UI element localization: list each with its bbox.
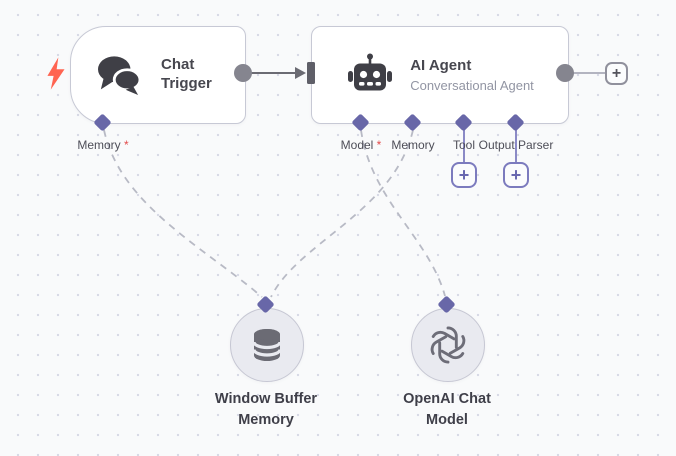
window-buffer-memory-label: Window Buffer Memory — [214, 391, 318, 429]
lightning-bolt-icon — [47, 57, 65, 90]
ai-agent-model-port-label: Model * — [341, 138, 382, 152]
port-label-text: Output Parser — [478, 138, 554, 152]
ai-agent-output-parser-port-label: Output Parser — [479, 138, 554, 152]
required-marker: * — [376, 138, 382, 152]
ai-agent-memory-port-label: Memory — [391, 138, 434, 152]
database-icon — [252, 329, 282, 361]
connection-wbm-to-ai-agent-memory[interactable] — [270, 129, 414, 298]
robot-icon — [348, 53, 393, 91]
ai-agent-subtitle: Conversational Agent — [410, 77, 534, 93]
chat-trigger-title: Chat Trigger — [161, 56, 212, 92]
openai-chat-model-label: OpenAI Chat Model — [403, 391, 491, 429]
port-label-text: Memory — [391, 138, 435, 152]
chat-bubbles-icon — [98, 56, 142, 96]
ai-agent-output-endpoint[interactable] — [556, 64, 574, 82]
add-next-node-button[interactable]: + — [605, 62, 628, 85]
node-chat-trigger[interactable]: Chat Trigger — [70, 26, 246, 124]
ai-agent-text-block: AI Agent Conversational Agent — [410, 57, 534, 93]
openai-logo-icon — [430, 326, 466, 364]
add-output-parser-button[interactable]: + — [503, 162, 529, 188]
chat-trigger-memory-port-label: Memory * — [77, 138, 128, 152]
ai-agent-input-endpoint[interactable] — [307, 62, 315, 84]
ai-agent-tool-port-label: Tool — [453, 138, 475, 152]
node-openai-chat-model[interactable] — [411, 308, 485, 382]
port-label-text: Model — [340, 138, 374, 152]
ai-agent-title: AI Agent — [410, 57, 472, 75]
node-ai-agent[interactable]: AI Agent Conversational Agent — [311, 26, 569, 124]
node-window-buffer-memory[interactable] — [230, 308, 304, 382]
connection-openai-to-ai-agent-model[interactable] — [360, 129, 446, 297]
required-marker: * — [124, 138, 129, 152]
connection-wbm-to-chat-trigger-memory[interactable] — [103, 129, 263, 298]
port-label-text: Memory — [77, 138, 121, 152]
connection-arrowhead-icon — [295, 67, 306, 79]
add-tool-button[interactable]: + — [451, 162, 477, 188]
port-label-text: Tool — [452, 138, 476, 152]
chat-trigger-output-endpoint[interactable] — [234, 64, 252, 82]
